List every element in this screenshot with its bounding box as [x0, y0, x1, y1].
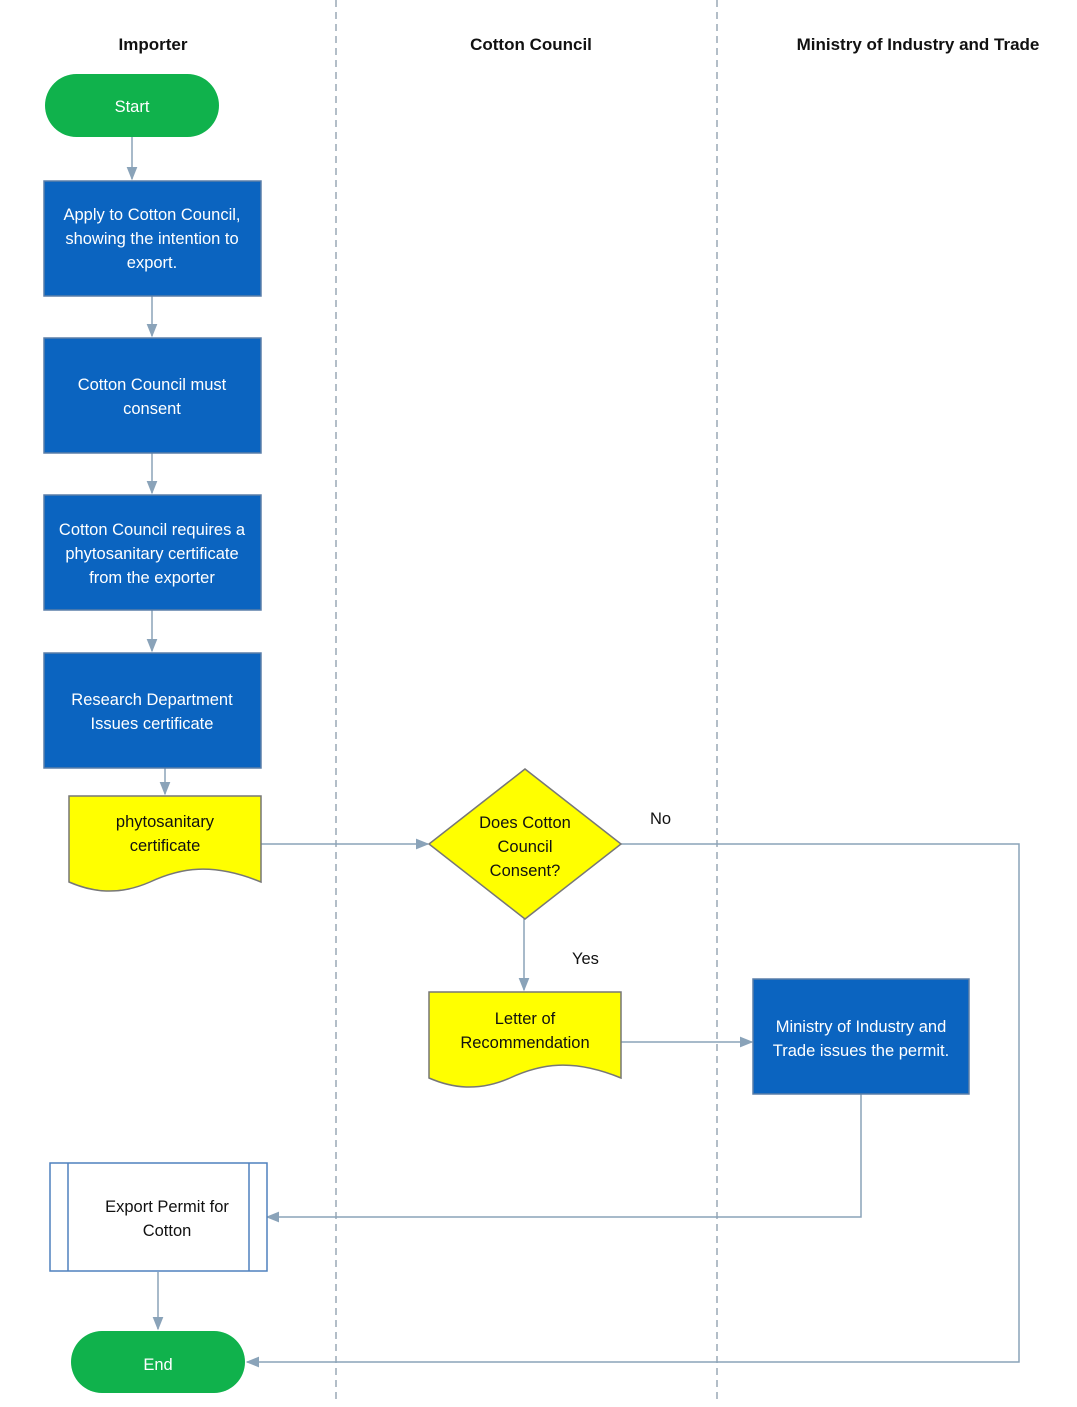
- permit-label-line: Cotton: [143, 1222, 192, 1240]
- consent-label: Cotton Council must consent: [78, 376, 227, 418]
- ministry-issue-label-line: Ministry of Industry and: [776, 1018, 947, 1036]
- consent-process-box: [43, 337, 262, 454]
- research-label-line: Issues certificate: [91, 715, 214, 733]
- end-label: End: [143, 1356, 172, 1374]
- node-letter: Letter of Recommendation: [428, 991, 622, 1088]
- node-phyto-document: phytosanitary certificate: [68, 795, 262, 892]
- lane-title-importer: Importer: [119, 35, 188, 54]
- end-terminal-shape: [71, 1331, 245, 1393]
- requires-label: Cotton Council requires a phytosanitary c…: [59, 521, 246, 587]
- decision-label-line: Consent?: [490, 862, 561, 880]
- consent-label-line: Cotton Council must: [78, 376, 227, 394]
- edge-label-no: No: [650, 810, 671, 828]
- phyto-doc-label-line: phytosanitary: [116, 813, 215, 831]
- apply-label: Apply to Cotton Council, showing the inte…: [63, 206, 240, 272]
- apply-process-box: [43, 180, 262, 297]
- requires-process-box: [43, 494, 262, 611]
- node-end: End: [71, 1331, 245, 1393]
- start-terminal-shape: [45, 74, 219, 137]
- phyto-document-shape: [68, 795, 262, 892]
- node-start: Start: [45, 74, 219, 137]
- start-label-line: Start: [115, 98, 150, 116]
- apply-label-line: export.: [127, 254, 177, 272]
- node-apply: Apply to Cotton Council, showing the inte…: [43, 180, 262, 297]
- letter-label: Letter of Recommendation: [460, 1010, 589, 1052]
- phyto-document-label: phytosanitary certificate: [116, 813, 215, 855]
- decision-diamond: [427, 768, 623, 920]
- node-consent: Cotton Council must consent: [43, 337, 262, 454]
- ministry-process-box: [752, 978, 970, 1095]
- connector-decision-no-to-end: [245, 843, 1020, 1368]
- ministry-issue-label-line: Trade issues the permit.: [773, 1042, 949, 1060]
- connectors: [126, 137, 1020, 1368]
- start-label: Start: [115, 98, 150, 116]
- end-label-line: End: [143, 1356, 172, 1374]
- letter-document-shape: [428, 991, 622, 1088]
- apply-label-line: showing the intention to: [65, 230, 238, 248]
- letter-label-line: Letter of: [495, 1010, 556, 1028]
- decision-label-line: Does Cotton: [479, 814, 571, 832]
- permit-label-line: Export Permit for: [105, 1198, 229, 1216]
- phyto-doc-label-line: certificate: [130, 837, 201, 855]
- consent-label-line: consent: [123, 400, 181, 418]
- permit-subprocess-box: [49, 1162, 268, 1272]
- requires-label-line: from the exporter: [89, 569, 215, 587]
- node-requires: Cotton Council requires a phytosanitary c…: [43, 494, 262, 611]
- apply-label-line: Apply to Cotton Council,: [63, 206, 240, 224]
- connector-ministry-to-permit: [265, 1094, 862, 1223]
- lane-title-ministry: Ministry of Industry and Trade: [797, 35, 1040, 54]
- letter-label-line: Recommendation: [460, 1034, 589, 1052]
- lane-title-cotton-council: Cotton Council: [470, 35, 592, 54]
- requires-label-line: Cotton Council requires a: [59, 521, 246, 539]
- requires-label-line: phytosanitary certificate: [65, 545, 238, 563]
- decision-label-line: Council: [497, 838, 552, 856]
- edge-label-yes: Yes: [572, 950, 599, 968]
- research-label-line: Research Department: [71, 691, 233, 709]
- research-process-box: [43, 652, 262, 769]
